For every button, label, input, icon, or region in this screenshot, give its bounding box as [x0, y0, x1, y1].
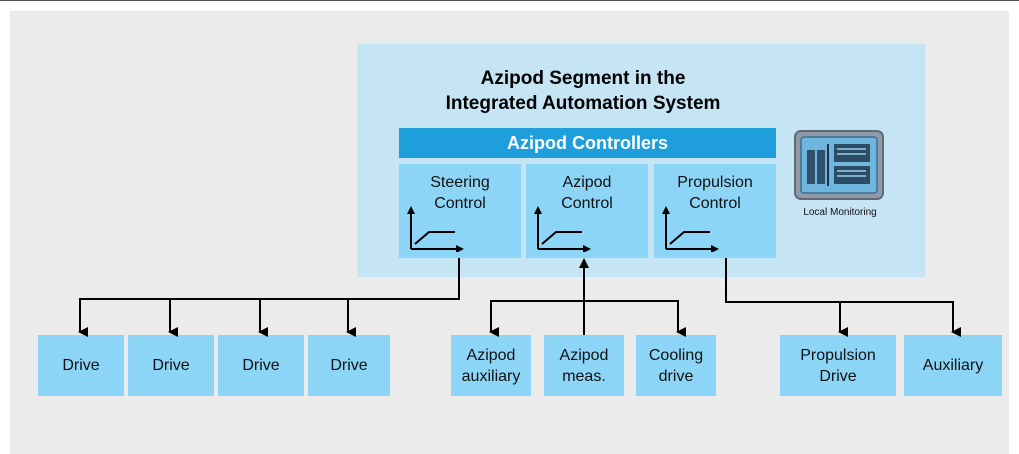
drive-box: Drive: [218, 335, 304, 396]
control-curve-icon: [662, 206, 719, 252]
auxiliary-box: Auxiliary: [904, 335, 1002, 396]
azipod-controllers-bar: Azipod Controllers: [399, 128, 776, 158]
steering-control-box: Steering Control: [399, 164, 521, 258]
local-monitoring-label: Local Monitoring: [803, 207, 877, 218]
propulsion-control-label-line1: Propulsion: [677, 174, 753, 191]
azipod-control-box: Azipod Control: [526, 164, 648, 258]
azipod-control-label-line2: Control: [561, 195, 613, 212]
box-label-line1: Propulsion: [800, 346, 876, 364]
drive-box: Drive: [308, 335, 390, 396]
box-label-line2: meas.: [562, 367, 606, 385]
top-rule: [0, 0, 1019, 1]
propulsion-drive-box: Propulsion Drive: [780, 335, 896, 396]
drive-box: Drive: [128, 335, 214, 396]
segment-title: Azipod Segment in the Integrated Automat…: [357, 66, 809, 116]
box-label-line1: Azipod: [559, 346, 609, 364]
steering-control-label-line1: Steering: [430, 174, 490, 191]
box-label-line2: drive: [658, 367, 694, 385]
box-label-line2: Drive: [819, 367, 857, 385]
steering-control-label-line2: Control: [434, 195, 486, 212]
box-label-line1: Cooling: [648, 346, 704, 364]
box-label: Auxiliary: [922, 357, 984, 374]
propulsion-control-label-line2: Control: [689, 195, 741, 212]
azipod-control-label-line1: Azipod: [562, 174, 612, 191]
segment-title-line2: Integrated Automation System: [445, 93, 721, 114]
propulsion-control-box: Propulsion Control: [654, 164, 776, 258]
box-label-line1: Azipod: [466, 346, 516, 364]
azipod-auxiliary-box: Azipod auxiliary: [451, 335, 531, 396]
arrow-up-icon: [579, 258, 589, 268]
box-label-line2: auxiliary: [461, 367, 521, 385]
box-label: Drive: [242, 357, 280, 374]
box-label: Drive: [330, 357, 368, 374]
cooling-drive-box: Cooling drive: [636, 335, 716, 396]
drive-box: Drive: [38, 335, 124, 396]
box-label: Drive: [152, 357, 190, 374]
azipod-meas-box: Azipod meas.: [544, 335, 624, 396]
monitor-icon: [794, 130, 884, 200]
control-curve-icon: [407, 206, 464, 252]
control-curve-icon: [534, 206, 591, 252]
box-label: Drive: [62, 357, 100, 374]
segment-title-line1: Azipod Segment in the: [480, 68, 686, 89]
